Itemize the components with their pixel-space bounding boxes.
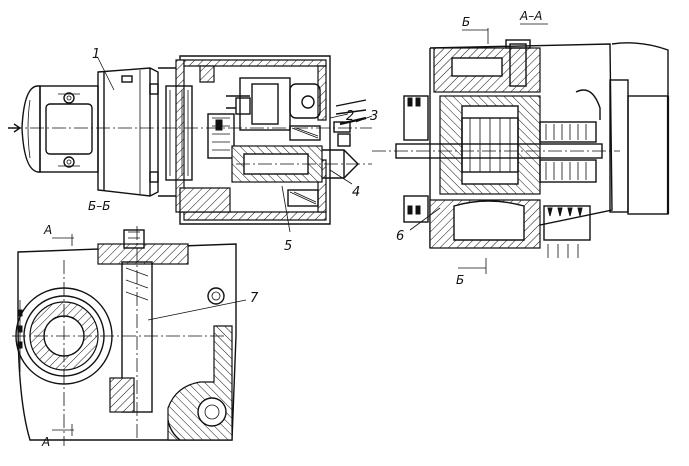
left-bolts: [403, 95, 429, 223]
lever-bracket: [333, 99, 367, 147]
section-title-bb: Б–Б: [88, 199, 110, 213]
section-title-aa: А–А: [519, 9, 542, 23]
label-part-7: 7: [250, 291, 259, 306]
input-gear: [165, 85, 235, 181]
label-part-5: 5: [284, 239, 292, 254]
label-part-2: 2: [346, 109, 354, 124]
leader-lines: [97, 57, 441, 321]
label-part-3: 3: [370, 109, 378, 124]
motor-body: [97, 67, 159, 197]
section-bb-view: [12, 226, 237, 446]
section-mark-b-top: Б: [462, 15, 470, 29]
section-aa-view: [372, 23, 670, 274]
label-part-6: 6: [396, 229, 404, 244]
gear-chambers: [226, 77, 321, 131]
label-part-4: 4: [352, 185, 360, 200]
section-mark-a-top: А: [43, 223, 52, 237]
label-motor: 1: [92, 47, 100, 62]
section-mark-a-bottom: А: [41, 435, 50, 449]
clutch-springs: [539, 121, 597, 258]
main-view: [8, 55, 372, 225]
motor-end-cap: [21, 85, 41, 173]
section-mark-b-bottom: Б: [456, 273, 464, 287]
output-spindle: [231, 125, 359, 207]
motor-terminal-box: [39, 85, 99, 173]
